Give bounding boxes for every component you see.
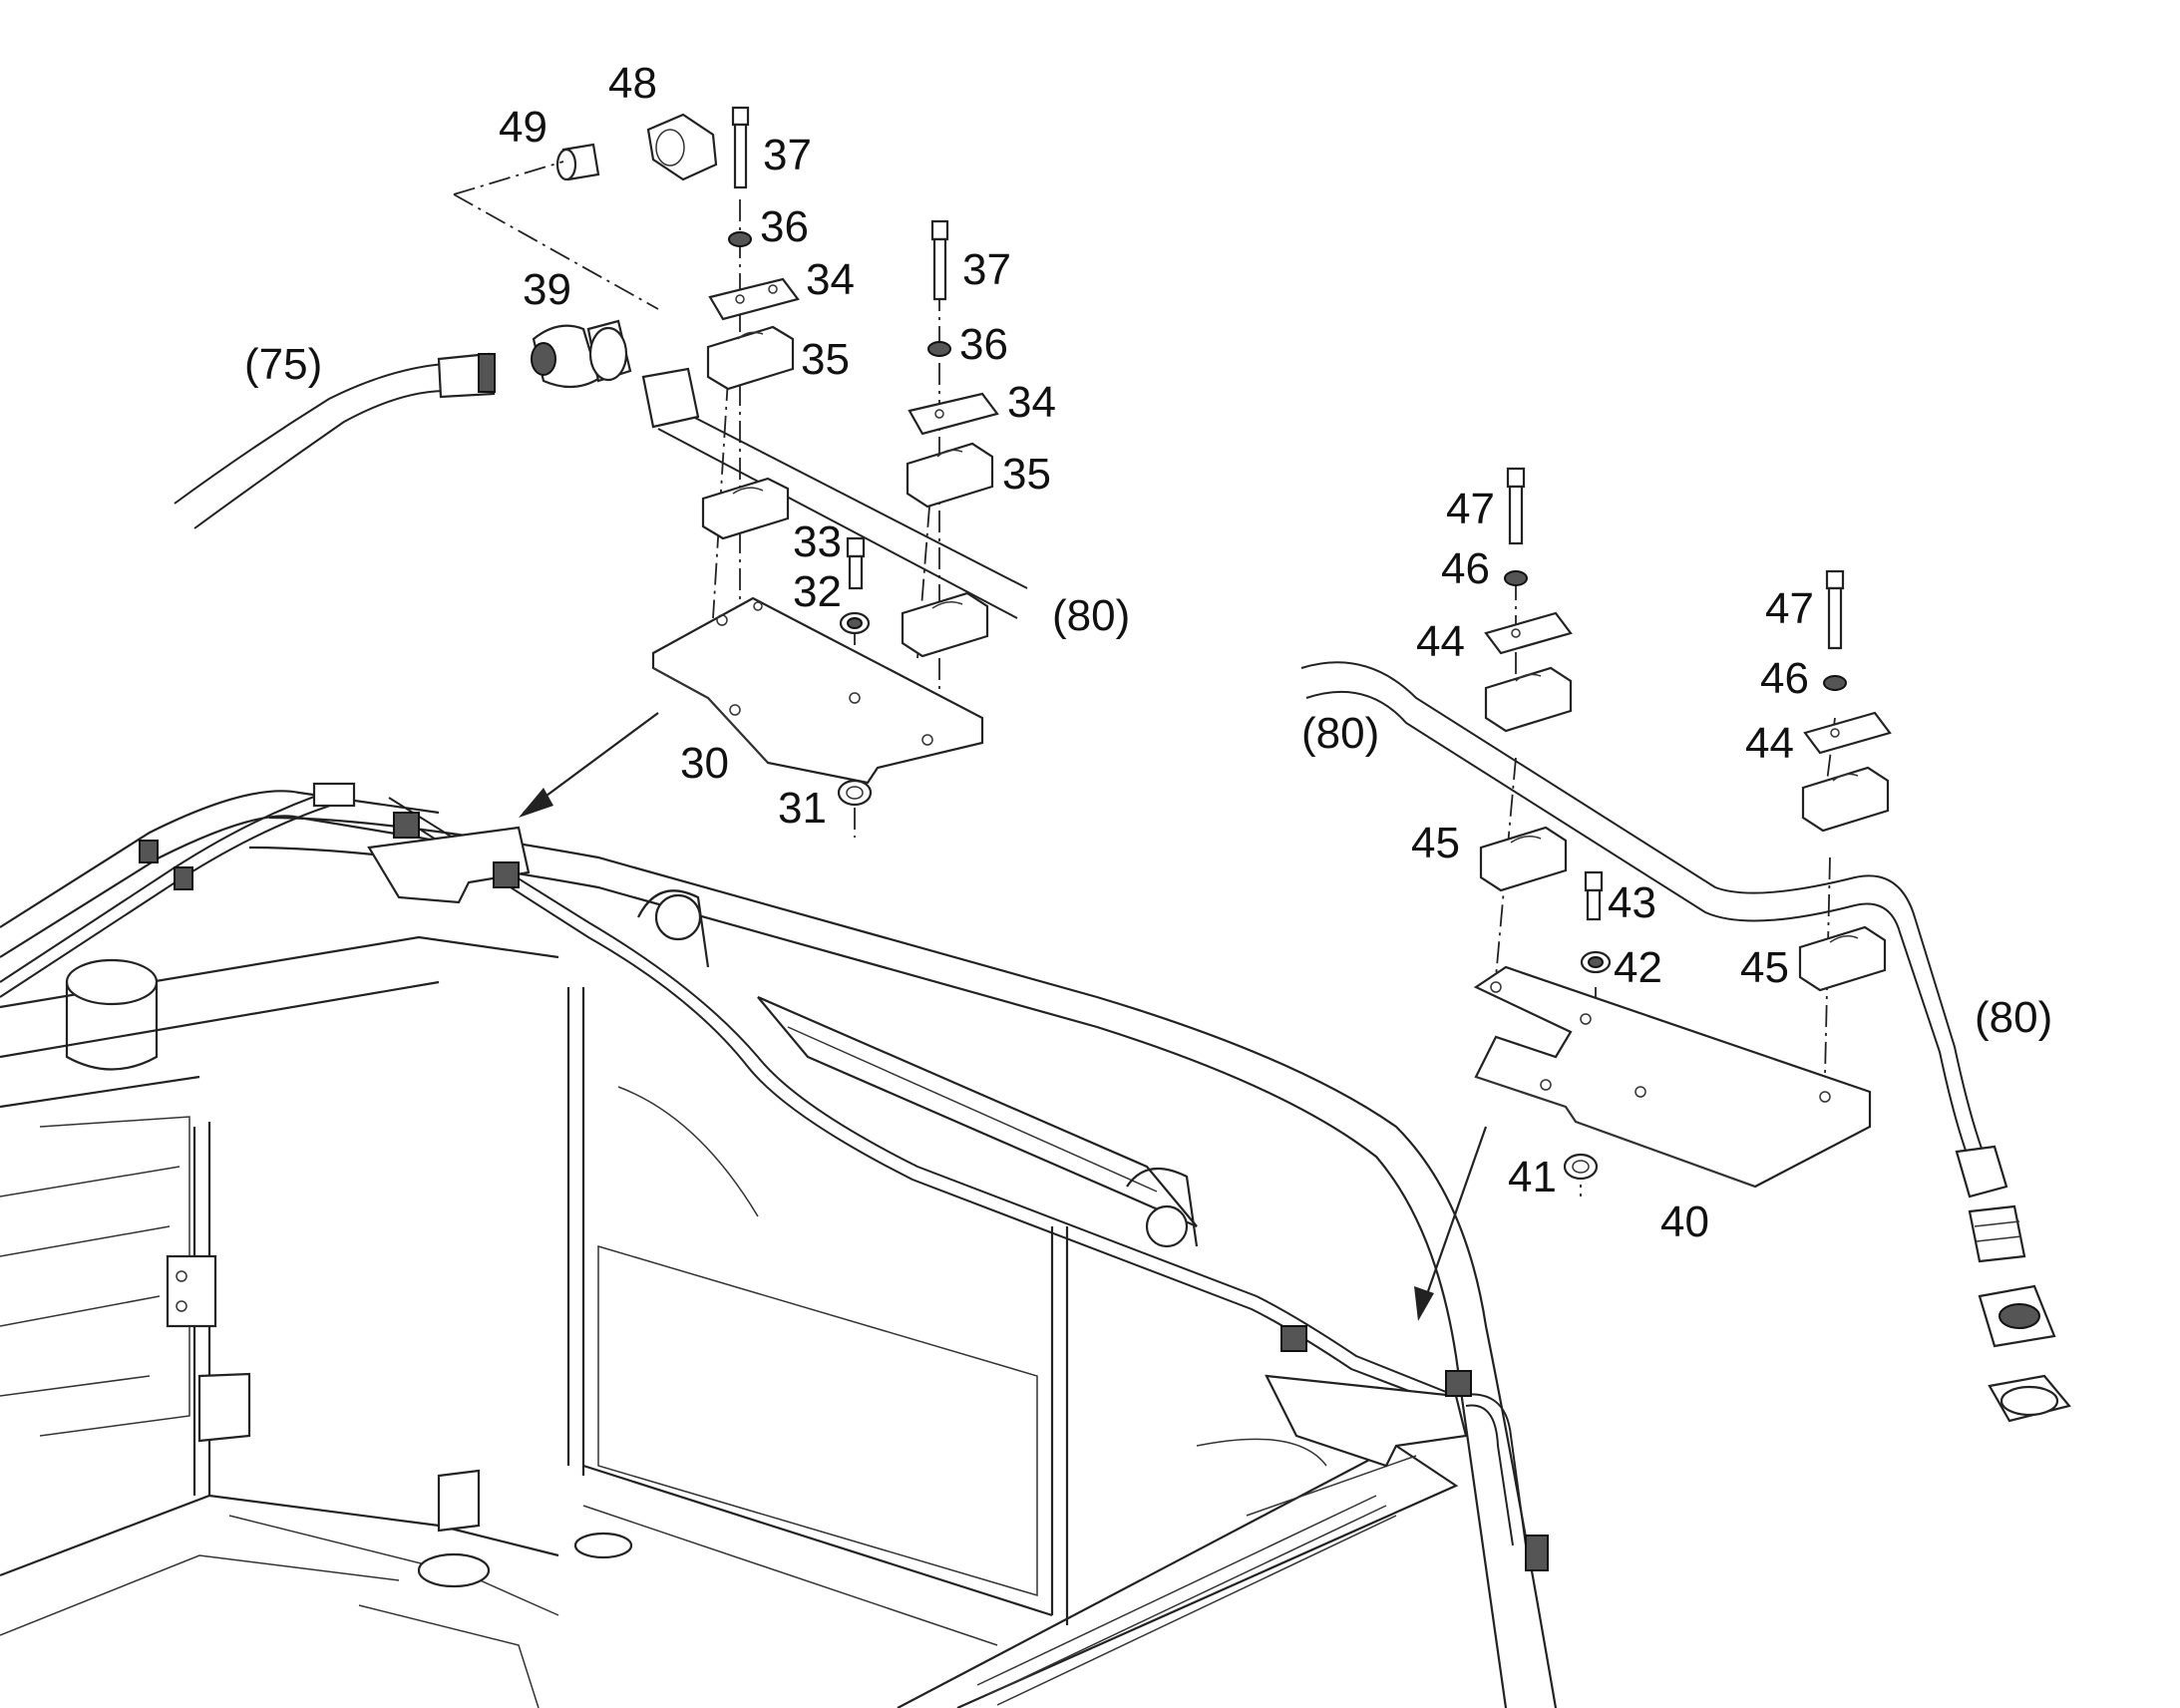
callout-30: 30 <box>680 739 729 788</box>
washer-36-left <box>728 231 752 247</box>
callout-34-right: 34 <box>1007 378 1056 427</box>
clamp-plate-44-left <box>1484 611 1573 655</box>
clamp-plate-34-right <box>908 392 999 436</box>
bolt-43 <box>1584 870 1604 921</box>
washer-36-right <box>927 341 951 357</box>
vent-grille <box>976 1495 1397 1706</box>
bolt-37-right <box>930 219 949 301</box>
clamp-half-45-right <box>1798 925 1887 992</box>
elbow-fitting-39 <box>531 319 632 389</box>
callout-80-left: (80) <box>1301 709 1379 758</box>
nut-80 <box>1955 1145 2008 1198</box>
washer-42 <box>1580 950 1612 974</box>
callout-43: 43 <box>1608 878 1656 927</box>
callout-37-right: 37 <box>962 245 1011 294</box>
fitting-49 <box>555 143 600 181</box>
callout-37-left: 37 <box>763 131 812 179</box>
callout-33: 33 <box>793 517 842 566</box>
dust-cap <box>1988 1374 2071 1423</box>
bolt-47-left <box>1506 467 1526 545</box>
pipe-80-upper <box>641 367 1028 619</box>
callout-41: 41 <box>1508 1153 1557 1201</box>
callout-48: 48 <box>608 59 657 108</box>
hose-75 <box>174 352 496 529</box>
bracket-plate-40 <box>1473 965 1872 1189</box>
bolt-37-left <box>731 106 750 189</box>
washer-32 <box>839 611 871 635</box>
clamp-half-35-left-top <box>706 325 795 391</box>
callout-35-right: 35 <box>1002 450 1051 499</box>
callout-49: 49 <box>499 103 547 152</box>
callout-47-right: 47 <box>1765 584 1814 633</box>
callout-31: 31 <box>778 784 827 833</box>
install-arrow-2 <box>1414 1126 1488 1321</box>
machine-body <box>0 790 1558 1708</box>
callout-80-right: (80) <box>1975 993 2052 1042</box>
clamp-half-35-right-bottom <box>901 591 989 658</box>
nut-48 <box>646 113 718 181</box>
install-arrow-1 <box>519 712 659 818</box>
bolt-47-right <box>1825 569 1845 650</box>
clamp-plate-44-right <box>1803 711 1892 755</box>
callout-35-left: 35 <box>801 335 850 384</box>
callout-80-upper: (80) <box>1052 591 1130 640</box>
callout-44-left: 44 <box>1416 617 1465 666</box>
callout-36-left: 36 <box>760 202 809 251</box>
bolt-33 <box>846 536 866 590</box>
adapter-fitting <box>1968 1204 2026 1263</box>
callout-45-right: 45 <box>1740 943 1789 992</box>
clamp-half-45-left <box>1479 826 1568 892</box>
callout-34-left: 34 <box>806 255 855 304</box>
callout-36-right: 36 <box>959 320 1008 369</box>
bracket-plate-30 <box>651 596 984 785</box>
washer-46-left <box>1504 570 1528 586</box>
clamp-half-44-right <box>1801 766 1890 833</box>
callout-45-left: 45 <box>1411 819 1460 867</box>
installed-pipe-route <box>0 782 1549 1571</box>
callout-44-right: 44 <box>1745 719 1794 768</box>
callout-46-left: 46 <box>1441 544 1490 593</box>
callout-46-right: 46 <box>1760 654 1809 703</box>
callout-42: 42 <box>1614 943 1662 992</box>
callout-75: (75) <box>244 340 322 389</box>
callout-40: 40 <box>1660 1197 1709 1246</box>
nut-31 <box>837 779 873 807</box>
washer-46-right <box>1823 675 1847 691</box>
pipe-80-right <box>1300 661 1986 1163</box>
nut-41 <box>1563 1153 1599 1181</box>
coupling-half <box>1978 1284 2056 1348</box>
callout-47-left: 47 <box>1446 485 1495 533</box>
callout-39: 39 <box>523 265 571 314</box>
clamp-half-35-right-top <box>906 442 994 509</box>
clamp-half-35-left-bottom <box>701 477 790 540</box>
callout-32: 32 <box>793 567 842 616</box>
clamp-half-44-left <box>1484 666 1573 733</box>
clamp-plate-34-left <box>708 277 800 321</box>
